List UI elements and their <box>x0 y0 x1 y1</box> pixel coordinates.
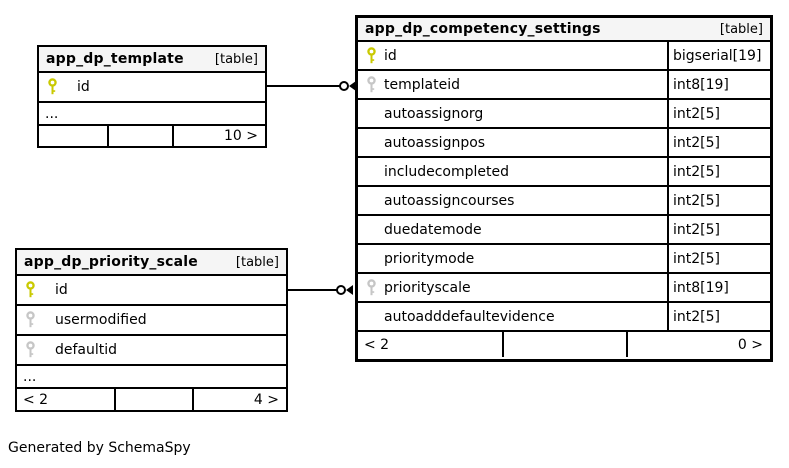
column-name: includecompleted <box>384 163 510 180</box>
column-type: bigserial[19] <box>667 42 770 69</box>
footer-left <box>39 126 107 146</box>
column-type: int2[5] <box>667 187 770 214</box>
arrowhead-icon <box>346 285 353 295</box>
column-type: int2[5] <box>667 158 770 185</box>
column-name: prioritymode <box>384 250 475 267</box>
table-footer: < 2 0 > <box>358 332 770 357</box>
column-name: priorityscale <box>384 279 471 296</box>
column-name: id <box>77 79 90 95</box>
column-name: templateid <box>384 76 460 93</box>
column-type: int2[5] <box>667 245 770 272</box>
footer-right: 10 > <box>172 126 265 146</box>
column-row: autoassignpos int2[5] <box>358 129 770 158</box>
column-row: duedatemode int2[5] <box>358 216 770 245</box>
column-type: int8[19] <box>667 71 770 98</box>
footer-left: < 2 <box>364 336 390 353</box>
table-footer: 10 > <box>39 126 265 146</box>
column-row: prioritymode int2[5] <box>358 245 770 274</box>
column-row: defaultid <box>17 336 286 366</box>
foreign-key-icon <box>17 341 43 359</box>
column-row: includecompleted int2[5] <box>358 158 770 187</box>
column-name: autoassignpos <box>384 134 486 151</box>
column-row: autoassignorg int2[5] <box>358 100 770 129</box>
table-header: app_dp_template [table] <box>39 47 265 73</box>
foreign-key-icon <box>358 278 384 297</box>
column-row: templateid int8[19] <box>358 71 770 100</box>
column-row: priorityscale int8[19] <box>358 274 770 303</box>
table-name[interactable]: app_dp_priority_scale <box>24 254 198 270</box>
column-row: autoassigncourses int2[5] <box>358 187 770 216</box>
column-name: autoassigncourses <box>384 192 515 209</box>
footer-left: < 2 <box>23 391 49 408</box>
ellipsis-row: ... <box>17 366 286 389</box>
column-row: id <box>39 73 265 103</box>
table-badge: [table] <box>235 254 279 270</box>
table-badge: [table] <box>214 51 258 67</box>
column-name: id <box>384 47 397 64</box>
table-app_dp_template: app_dp_template [table] id ... 10 > <box>37 45 267 148</box>
table-app_dp_competency_settings: app_dp_competency_settings [table] id bi… <box>355 15 773 362</box>
primary-key-icon <box>39 78 65 96</box>
column-row: id bigserial[19] <box>358 42 770 71</box>
column-name: duedatemode <box>384 221 482 238</box>
footer-middle <box>113 389 192 410</box>
column-type: int2[5] <box>667 216 770 243</box>
column-type: int2[5] <box>667 303 770 330</box>
column-row: autoadddefaultevidence int2[5] <box>358 303 770 332</box>
column-row: usermodified <box>17 306 286 336</box>
table-header: app_dp_competency_settings [table] <box>358 18 770 42</box>
column-name: defaultid <box>55 342 118 358</box>
column-row: id <box>17 276 286 306</box>
primary-key-icon <box>17 281 43 299</box>
column-type: int8[19] <box>667 274 770 301</box>
table-name[interactable]: app_dp_template <box>46 51 184 67</box>
column-name: autoadddefaultevidence <box>384 308 555 325</box>
column-name: autoassignorg <box>384 105 484 122</box>
foreign-key-icon <box>17 311 43 329</box>
column-type: int2[5] <box>667 129 770 156</box>
footer-middle <box>106 126 173 146</box>
cardinality-circle-icon <box>339 81 349 91</box>
column-name: usermodified <box>55 312 147 328</box>
arrowhead-icon <box>349 81 356 91</box>
table-header: app_dp_priority_scale [table] <box>17 250 286 276</box>
relationship-line <box>267 85 340 87</box>
column-name: id <box>55 282 68 298</box>
table-badge: [table] <box>719 21 763 37</box>
table-name[interactable]: app_dp_competency_settings <box>365 21 601 37</box>
generated-by-text: Generated by SchemaSpy <box>8 440 191 456</box>
footer-right: 4 > <box>191 389 286 410</box>
relationship-line <box>288 289 337 291</box>
foreign-key-icon <box>358 75 384 94</box>
footer-right: 0 > <box>625 332 770 357</box>
footer-middle <box>502 332 626 357</box>
primary-key-icon <box>358 46 384 65</box>
ellipsis-row: ... <box>39 103 265 126</box>
column-type: int2[5] <box>667 100 770 127</box>
table-app_dp_priority_scale: app_dp_priority_scale [table] id <box>15 248 288 412</box>
table-footer: < 2 4 > <box>17 389 286 410</box>
cardinality-circle-icon <box>336 285 346 295</box>
